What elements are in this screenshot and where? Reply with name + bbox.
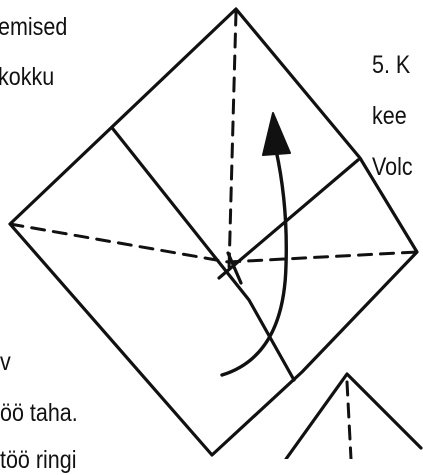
valley-fold-vertical (227, 10, 238, 272)
valley-fold-lower-vertical (345, 380, 353, 459)
flap-line-left (111, 127, 296, 382)
instruction-text-top-left-1: emised (0, 13, 68, 41)
instruction-text-bottom-left-2: öö taha. (0, 399, 78, 427)
fold-arrow-icon (220, 112, 291, 377)
paper-outline (8, 7, 419, 457)
next-step-paper-outline (284, 372, 423, 459)
valley-fold-horizontal (8, 222, 419, 264)
instruction-text-right-2: kee (372, 102, 407, 130)
flap-line-right (217, 158, 360, 280)
instruction-text-top-left-2: kokku (0, 63, 55, 91)
instruction-text-bottom-left-1: v (0, 348, 11, 376)
origami-fold-diagram (8, 7, 423, 459)
instruction-text-right-3: Volc (372, 153, 413, 181)
step-5-heading-fragment: 5. K (372, 51, 411, 79)
